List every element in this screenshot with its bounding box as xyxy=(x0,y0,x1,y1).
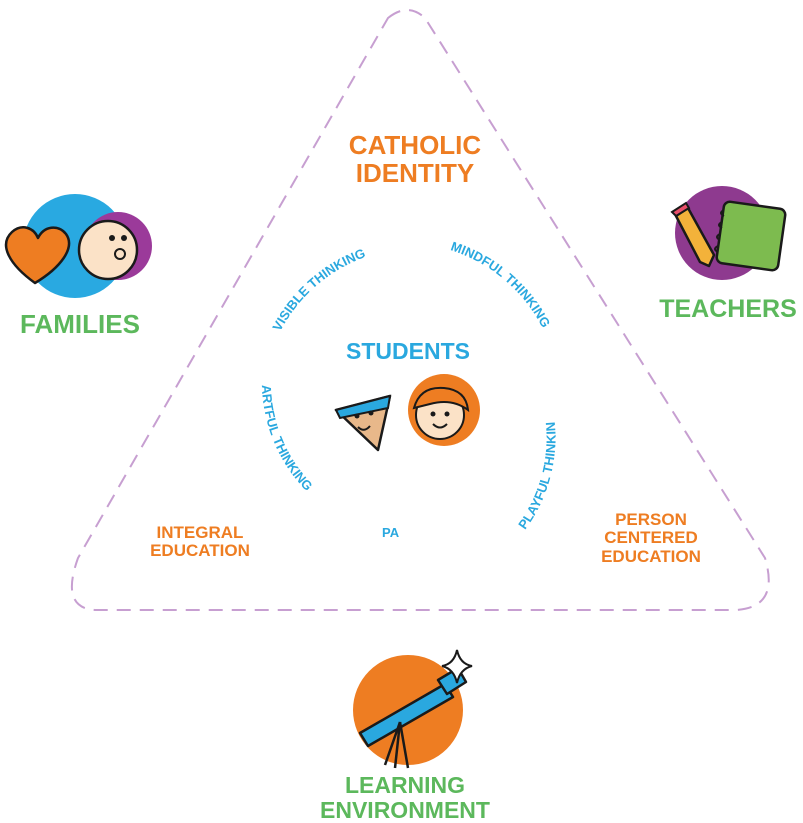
child-face-icon xyxy=(77,212,152,281)
families-icon-group xyxy=(4,194,152,298)
telescope-icon xyxy=(358,666,468,769)
pencil-icon xyxy=(670,201,716,268)
learning-environment-icon-group xyxy=(353,649,473,769)
learning-environment-label: LEARNING ENVIRONMENT xyxy=(320,772,490,823)
students-label: STUDENTS xyxy=(346,338,470,364)
ring-label-pa: PA xyxy=(382,525,400,540)
person-centered-education-label: PERSON CENTERED EDUCATION xyxy=(601,510,701,566)
families-label: FAMILIES xyxy=(20,309,140,339)
sparkle-star-icon xyxy=(441,649,473,684)
girl-face-icon xyxy=(408,374,480,446)
triangle-face-icon xyxy=(334,394,392,452)
teachers-label: TEACHERS xyxy=(659,295,797,323)
teachers-icon-group xyxy=(670,186,787,280)
ring-label-artful-thinking: ARTFUL THINKING xyxy=(259,384,316,493)
notebook-icon xyxy=(714,200,787,272)
ring-label-visible-thinking: VISIBLE THINKING xyxy=(269,245,367,333)
integral-education-label: INTEGRAL EDUCATION xyxy=(150,523,250,561)
dashed-triangle-outline xyxy=(70,9,770,611)
ring-label-mindful-thinking: MINDFUL THINKING xyxy=(449,239,553,330)
catholic-identity-label: CATHOLIC IDENTITY xyxy=(348,130,482,189)
heart-icon xyxy=(4,226,71,285)
